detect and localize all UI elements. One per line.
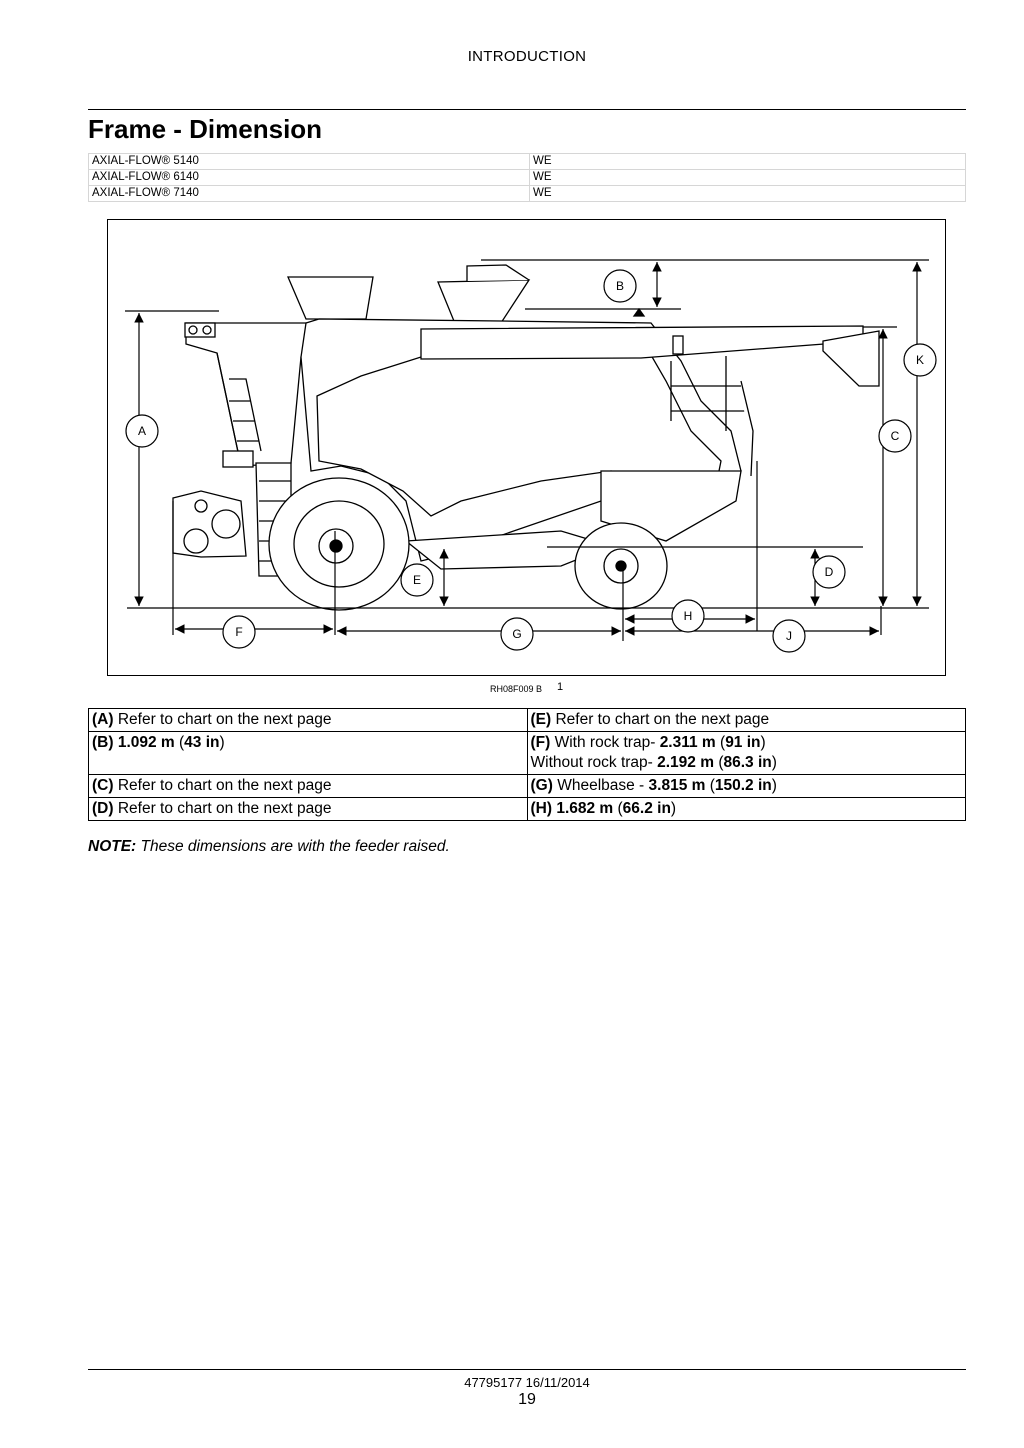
callout-e: E xyxy=(400,563,434,597)
combine-side-view-drawing: A B K C D E F G H J xyxy=(125,259,937,653)
callout-c: C xyxy=(878,419,912,453)
dimension-g: (G) Wheelbase - 3.815 m (150.2 in) xyxy=(526,774,966,798)
model-market: WE xyxy=(529,153,966,170)
callout-g: G xyxy=(500,617,534,651)
svg-text:G: G xyxy=(512,627,521,641)
callout-d: D xyxy=(812,555,846,589)
svg-text:F: F xyxy=(235,625,242,639)
combine-body xyxy=(172,264,880,577)
svg-text:A: A xyxy=(138,424,146,438)
table-row: AXIAL-FLOW® 7140 WE xyxy=(88,185,966,202)
table-row: (C) Refer to chart on the next page (G) … xyxy=(88,774,966,798)
page-number: 19 xyxy=(518,1391,536,1408)
page-title: Frame - Dimension xyxy=(88,114,323,144)
svg-text:D: D xyxy=(825,565,834,579)
rear-wheel xyxy=(574,522,668,610)
header-rule xyxy=(88,109,966,110)
model-market: WE xyxy=(529,185,966,202)
table-row: (D) Refer to chart on the next page (H) … xyxy=(88,797,966,821)
model-applicability-table: AXIAL-FLOW® 5140 WE AXIAL-FLOW® 6140 WE … xyxy=(88,153,966,202)
svg-text:H: H xyxy=(684,609,693,623)
figure-number: 1 xyxy=(557,681,564,693)
dimension-f: (F) With rock trap- 2.311 m (91 in)Witho… xyxy=(526,731,966,775)
table-row: AXIAL-FLOW® 6140 WE xyxy=(88,169,966,186)
front-wheel xyxy=(268,477,410,611)
dimension-lines xyxy=(125,259,929,641)
callout-f: F xyxy=(222,615,256,649)
svg-text:K: K xyxy=(916,353,924,367)
callout-j: J xyxy=(772,619,806,653)
callout-h: H xyxy=(671,599,705,633)
footer-rule xyxy=(88,1369,966,1370)
table-row: (B) 1.092 m (43 in) (F) With rock trap- … xyxy=(88,731,966,775)
table-row: (A) Refer to chart on the next page (E) … xyxy=(88,708,966,732)
dimension-a: (A) Refer to chart on the next page xyxy=(88,708,528,732)
dimension-d: (D) Refer to chart on the next page xyxy=(88,797,528,821)
table-row: AXIAL-FLOW® 5140 WE xyxy=(88,153,966,170)
callout-k: K xyxy=(903,343,937,377)
dimension-c: (C) Refer to chart on the next page xyxy=(88,774,528,798)
svg-text:B: B xyxy=(616,279,624,293)
model-name: AXIAL-FLOW® 7140 xyxy=(88,185,530,202)
svg-text:E: E xyxy=(413,573,421,587)
svg-text:C: C xyxy=(891,429,900,443)
combine-dimension-figure: A B K C D E F G H J xyxy=(107,219,946,676)
callout-b: B xyxy=(603,269,637,303)
note-text: NOTE: These dimensions are with the feed… xyxy=(88,838,450,855)
dimension-e: (E) Refer to chart on the next page xyxy=(526,708,966,732)
callout-a: A xyxy=(125,414,159,448)
section-header: INTRODUCTION xyxy=(467,48,587,65)
dimension-legend-table: (A) Refer to chart on the next page (E) … xyxy=(88,708,966,821)
figure-reference: RH08F009 B xyxy=(490,684,543,694)
dimension-h: (H) 1.682 m (66.2 in) xyxy=(526,797,966,821)
document-reference: 47795177 16/11/2014 xyxy=(464,1375,590,1390)
model-market: WE xyxy=(529,169,966,186)
dimension-b: (B) 1.092 m (43 in) xyxy=(88,731,528,775)
svg-text:J: J xyxy=(786,629,792,643)
model-name: AXIAL-FLOW® 6140 xyxy=(88,169,530,186)
model-name: AXIAL-FLOW® 5140 xyxy=(88,153,530,170)
